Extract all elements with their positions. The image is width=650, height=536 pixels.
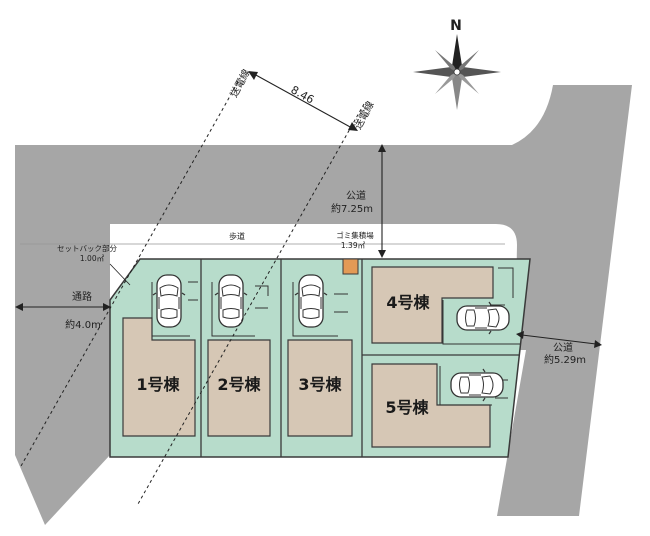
building-label-3: 3号棟	[298, 375, 342, 394]
sidewalk-label: 歩道	[229, 231, 245, 241]
setback-area: 1.00㎡	[80, 254, 105, 263]
building-label-2: 2号棟	[217, 375, 261, 394]
building-label-4: 4号棟	[386, 293, 430, 312]
building-label-5: 5号棟	[385, 398, 429, 417]
building-footprint-3	[287, 339, 353, 437]
building-footprint-2	[207, 339, 271, 437]
parking-markings	[151, 267, 520, 406]
west-road-name: 通路	[72, 290, 92, 303]
road-network	[15, 85, 632, 525]
west-road	[15, 224, 110, 525]
power-line-distance-arrow	[248, 71, 358, 131]
west-road-width: 約4.0m	[65, 318, 101, 331]
power-line-distance: 8.46	[289, 83, 317, 106]
north-label: N	[450, 18, 462, 34]
main-road-name: 公道	[346, 189, 366, 202]
power-line-label-1: 送電線	[227, 67, 253, 100]
garbage-collection-area	[342, 258, 359, 275]
north-compass-icon	[413, 34, 501, 110]
lot-division-lines	[200, 259, 519, 457]
main-road	[15, 85, 632, 516]
dimension-arrows	[15, 144, 602, 348]
car-icon	[456, 301, 510, 335]
main-road-width: 約7.25m	[331, 202, 373, 215]
east-road-width: 約5.29m	[544, 353, 586, 366]
building-footprints	[122, 266, 494, 448]
garbage-area: 1.39㎡	[341, 241, 366, 250]
garbage-label: ゴミ集積場	[336, 230, 374, 240]
building-footprint-4	[371, 266, 494, 344]
power-lines	[20, 81, 365, 505]
car-icon	[152, 274, 186, 328]
car-icon	[294, 274, 328, 328]
setback-label: セットバック部分	[57, 243, 117, 253]
power-line-label-2: 送電線	[351, 99, 377, 132]
east-road-name: 公道	[553, 341, 573, 354]
car-icon	[450, 368, 504, 402]
building-label-1: 1号棟	[136, 375, 180, 394]
